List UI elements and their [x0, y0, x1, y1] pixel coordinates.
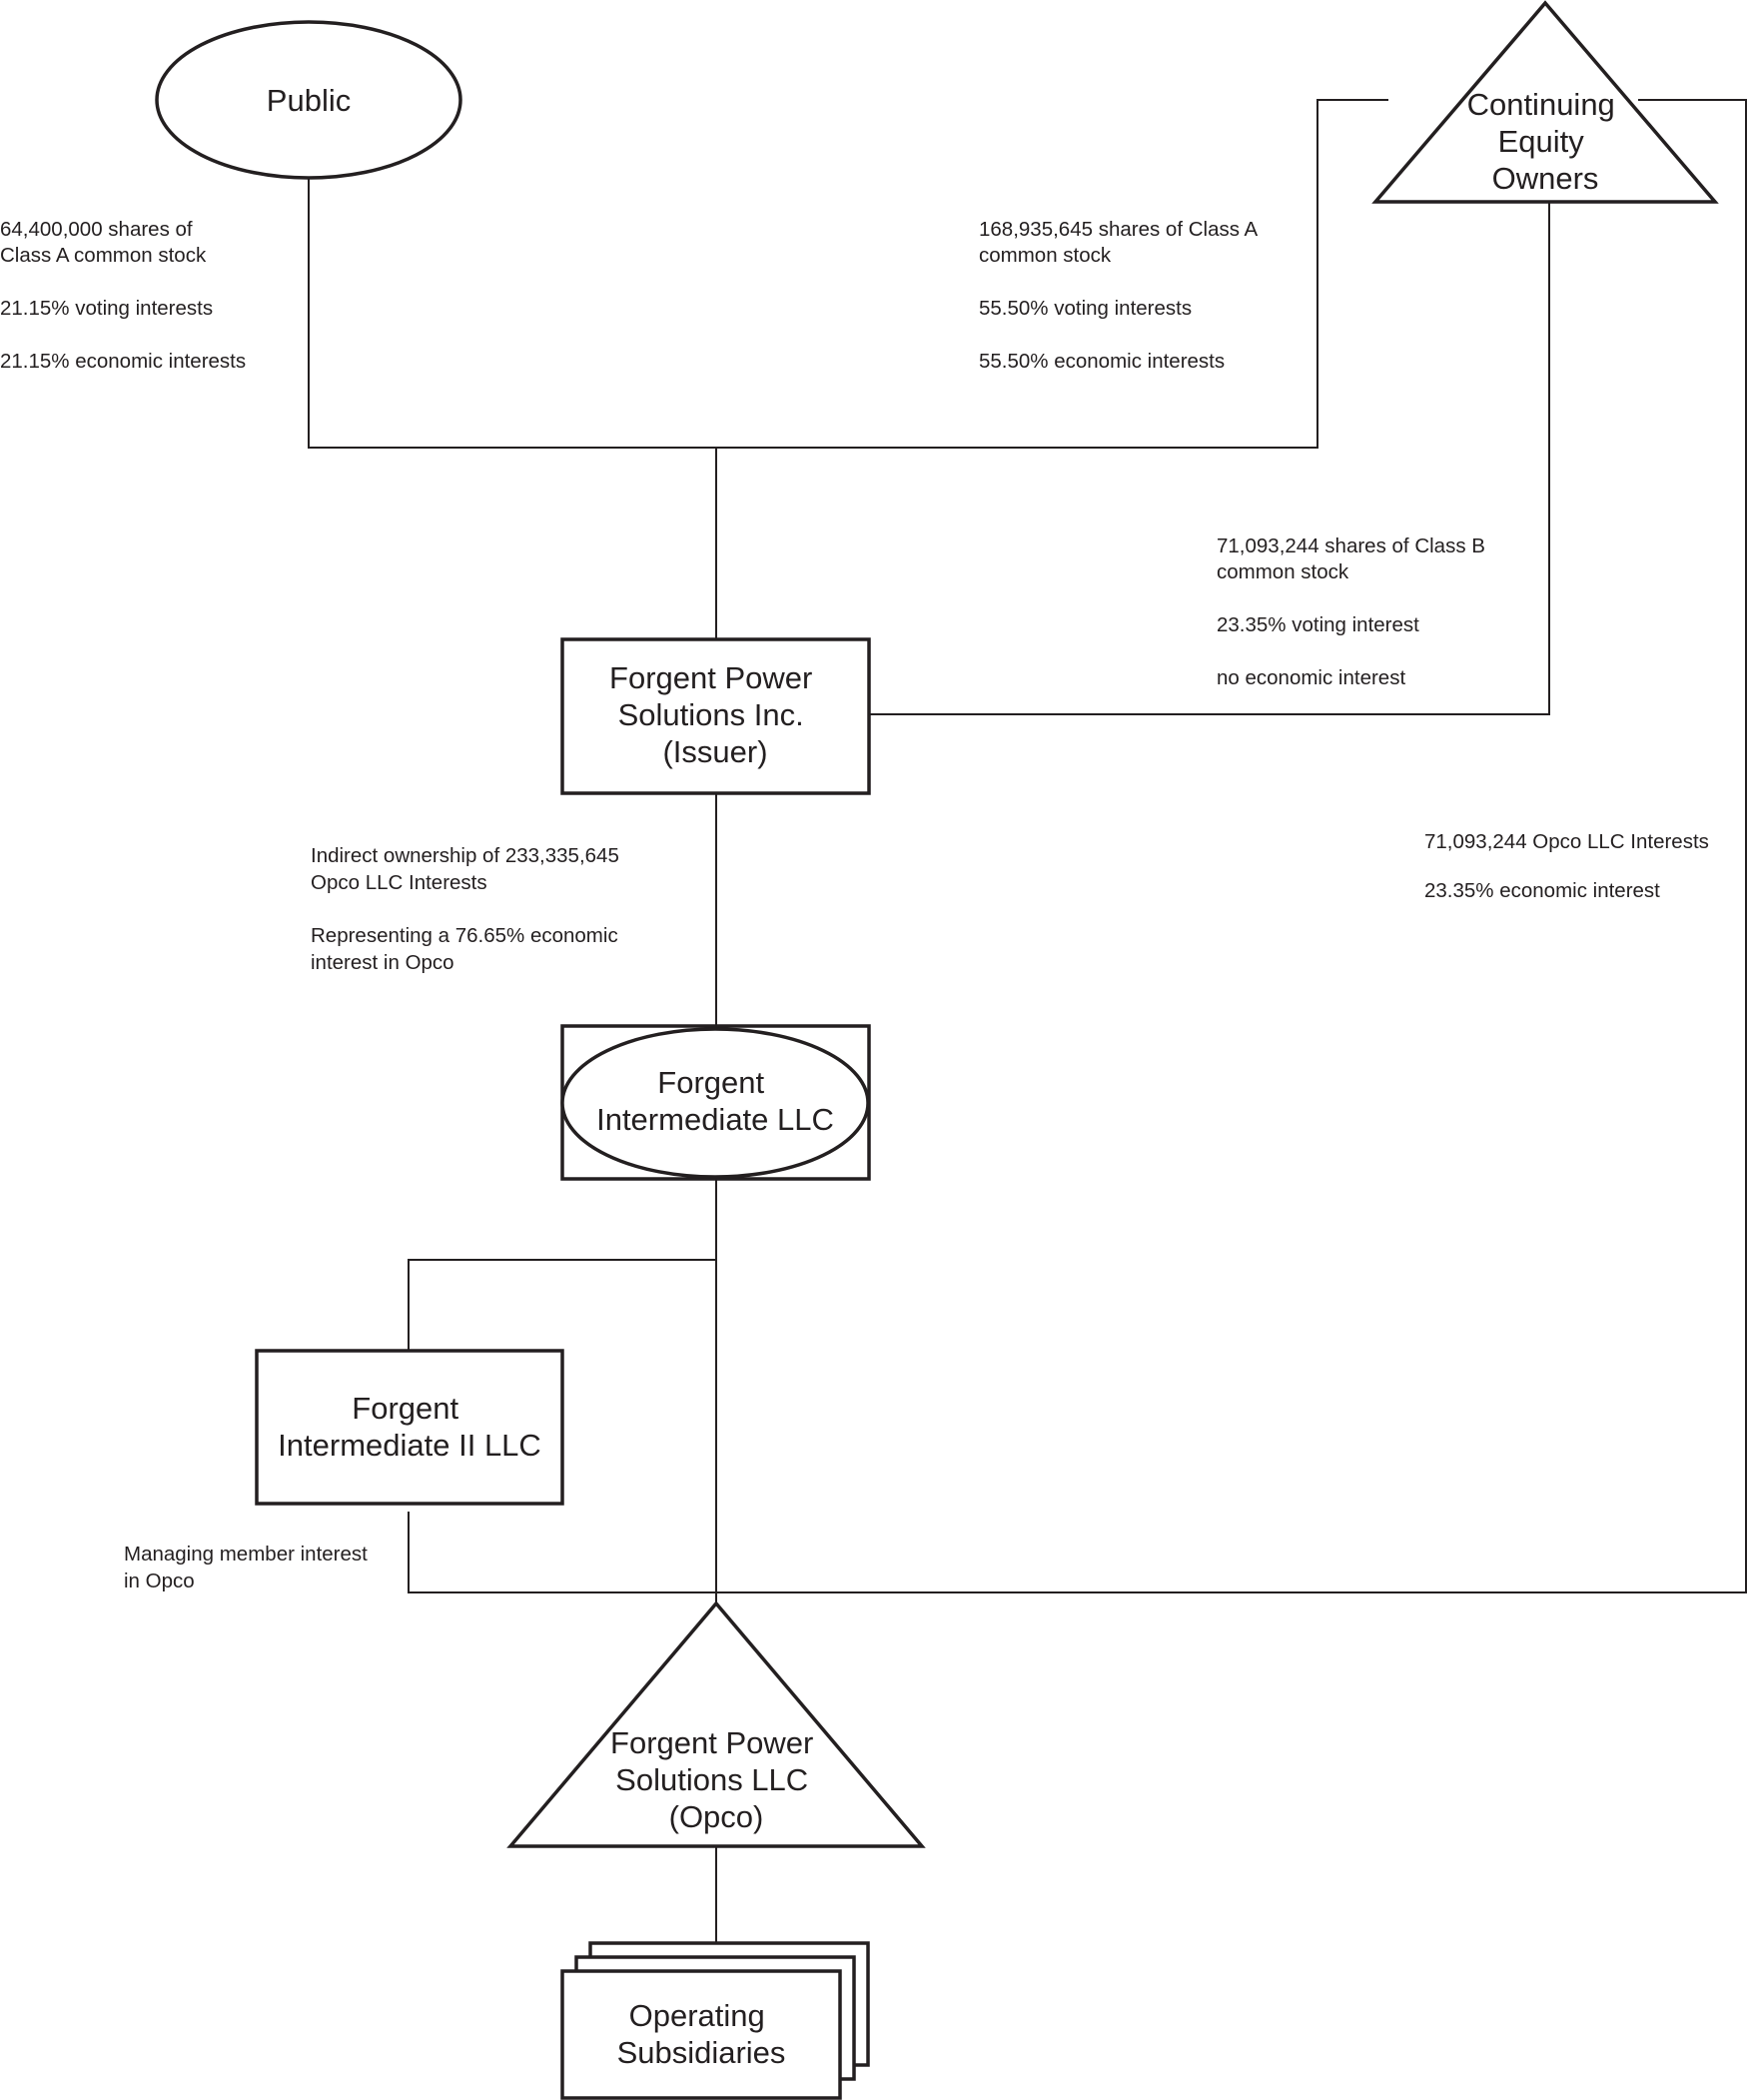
ceo-class-b-line-4: no economic interest: [1217, 666, 1405, 689]
issuer-indirect-line-3: Representing a 76.65% economic: [311, 924, 618, 947]
managing-member-note: Managing member interest in Opco: [124, 1543, 374, 1592]
operating-subsidiaries-label-line-1: Operating: [629, 1998, 765, 2033]
managing-member-line-2: in Opco: [124, 1570, 195, 1592]
opco-node: Forgent Power Solutions LLC (Opco): [506, 1600, 926, 1848]
issuer-label-line-1: Forgent Power: [609, 660, 812, 695]
connector-ceo-class-b-to-issuer: [869, 202, 1550, 715]
intermediate-ii-label-line-1: Forgent: [352, 1391, 458, 1426]
continuing-equity-owners-node: Continuing Equity Owners: [1371, 0, 1719, 204]
connector-lines: [308, 99, 1747, 1943]
ceo-opco-interests-note: 71,093,244 Opco LLC Interests 23.35% eco…: [1424, 830, 1715, 902]
intermediate-label-line-2: Intermediate LLC: [596, 1102, 834, 1137]
opco-label-line-3: (Opco): [669, 1799, 764, 1834]
managing-member-line-1: Managing member interest: [124, 1543, 368, 1566]
continuing-equity-owners-label-line-2: Equity: [1498, 124, 1585, 159]
intermediate-label-line-1: Forgent: [657, 1065, 764, 1100]
operating-subsidiaries-label-line-2: Subsidiaries: [617, 2035, 786, 2070]
public-holdings-line-2: Class A common stock: [0, 244, 207, 267]
issuer-label-line-2: Solutions Inc.: [618, 697, 804, 732]
intermediate-ii-label-line-2: Intermediate II LLC: [278, 1428, 541, 1463]
issuer-indirect-line-2: Opco LLC Interests: [311, 871, 487, 894]
ceo-opco-line-2: 23.35% economic interest: [1424, 879, 1660, 902]
connector-ceo-to-opco: [408, 99, 1747, 1593]
svg-text:Forgent Power Solutions: Forgent Power Solutions Inc. (Issuer): [609, 660, 821, 769]
connector-public-to-issuer: [308, 99, 1388, 449]
issuer-node: Forgent Power Solutions Inc. (Issuer): [560, 637, 871, 795]
issuer-indirect-line-1: Indirect ownership of 233,335,645: [311, 844, 619, 867]
svg-text:Public: Public: [267, 83, 351, 118]
svg-text:Forgent Intermediate LLC: Forgent Intermediate LLC: [596, 1065, 834, 1137]
operating-subsidiaries-node: Operating Subsidiaries: [560, 1941, 870, 2100]
connector-intermediate-to-intermediate-ii: [408, 1259, 716, 1351]
intermediate-node: Forgent Intermediate LLC: [560, 1024, 871, 1181]
opco-label-line-1: Forgent Power: [610, 1725, 813, 1760]
ceo-class-b-line-3: 23.35% voting interest: [1217, 613, 1419, 636]
ceo-class-a-note: 168,935,645 shares of Class A common sto…: [979, 218, 1263, 373]
ceo-opco-line-1: 71,093,244 Opco LLC Interests: [1424, 830, 1709, 853]
ceo-class-a-line-2: common stock: [979, 244, 1112, 267]
ceo-class-b-line-1: 71,093,244 shares of Class B: [1217, 534, 1485, 557]
public-holdings-note: 64,400,000 shares of Class A common stoc…: [0, 218, 246, 373]
svg-text:Forgent Intermediate II: Forgent Intermediate II LLC: [278, 1391, 541, 1463]
opco-label-line-2: Solutions LLC: [615, 1762, 808, 1797]
issuer-indirect-ownership-note: Indirect ownership of 233,335,645 Opco L…: [311, 844, 625, 974]
svg-text:Continuing Equity: Continuing Equity Owners: [1467, 87, 1624, 196]
continuing-equity-owners-label-line-3: Owners: [1492, 161, 1599, 196]
issuer-indirect-line-4: interest in Opco: [311, 951, 454, 974]
public-node: Public: [155, 20, 462, 180]
ceo-class-a-line-1: 168,935,645 shares of Class A: [979, 218, 1259, 241]
ceo-class-b-note: 71,093,244 shares of Class B common stoc…: [1217, 534, 1491, 689]
public-label: Public: [267, 83, 351, 118]
svg-text:Forgent Power Solutions: Forgent Power Solutions LLC (Opco): [610, 1725, 822, 1834]
public-holdings-line-4: 21.15% economic interests: [0, 350, 246, 373]
ceo-class-b-line-2: common stock: [1217, 560, 1349, 583]
issuer-label-line-3: (Issuer): [662, 734, 767, 769]
public-holdings-line-3: 21.15% voting interests: [0, 297, 213, 320]
continuing-equity-owners-label-line-1: Continuing: [1467, 87, 1615, 122]
subsidiary-box-front: [560, 1969, 842, 2100]
ceo-class-a-line-4: 55.50% economic interests: [979, 350, 1225, 373]
public-holdings-line-1: 64,400,000 shares of: [0, 218, 193, 241]
svg-text:Operating Subsidiaries: Operating Subsidiaries: [617, 1998, 786, 2070]
intermediate-ii-node: Forgent Intermediate II LLC: [255, 1349, 564, 1506]
ceo-class-a-line-3: 55.50% voting interests: [979, 297, 1192, 320]
